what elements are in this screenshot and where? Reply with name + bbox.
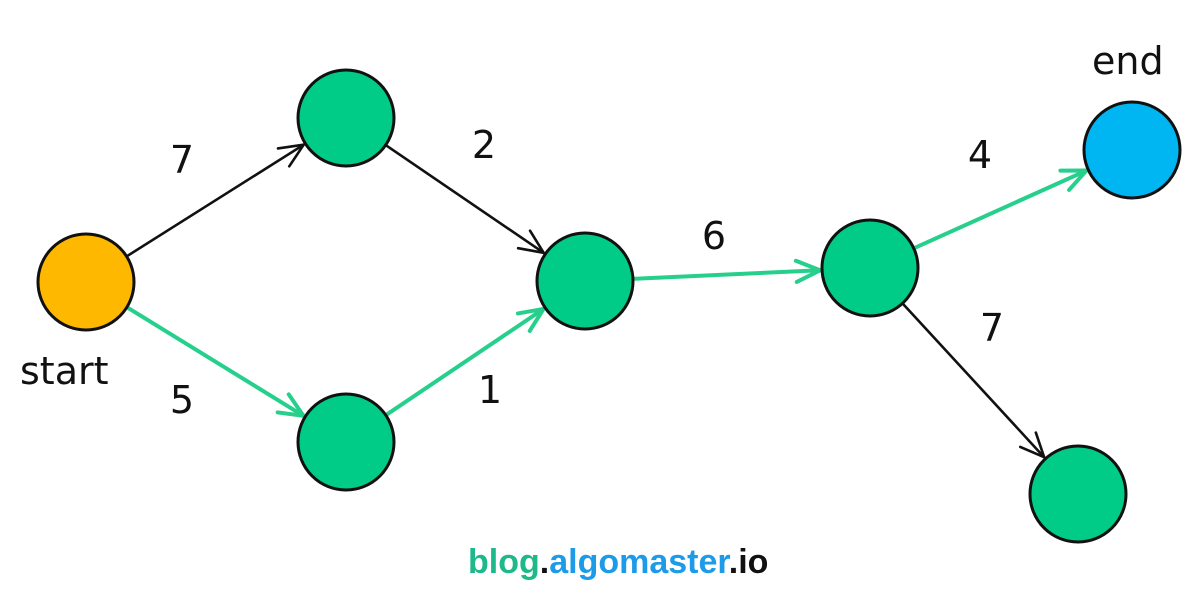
nodes-layer xyxy=(36,68,1182,544)
arrowhead-icon xyxy=(515,306,546,333)
edge-mid-right xyxy=(630,258,823,284)
edge-weight-start-top: 7 xyxy=(170,138,194,182)
edge-weight-right-low: 7 xyxy=(980,306,1004,350)
edge-start-bottom xyxy=(124,305,306,418)
edge-weight-mid-right: 6 xyxy=(702,214,726,258)
edges-layer xyxy=(124,143,1089,459)
edge-weight-top-mid: 2 xyxy=(472,123,496,167)
arrowhead-icon xyxy=(1018,431,1046,459)
edge-top-mid xyxy=(384,143,545,255)
edge-line xyxy=(383,306,546,418)
edge-line xyxy=(901,302,1046,459)
edge-start-top xyxy=(125,143,306,258)
arrowhead-icon xyxy=(1058,168,1089,192)
arrowhead-icon xyxy=(793,258,823,284)
watermark: blog.algomaster.io xyxy=(468,543,768,581)
node-low xyxy=(1028,444,1128,544)
node-start xyxy=(36,232,136,332)
watermark-dot-2: . xyxy=(729,543,738,581)
node-end xyxy=(1082,100,1182,200)
edge-bottom-mid xyxy=(383,306,546,418)
end-label: end xyxy=(1092,39,1164,83)
weights-layer: 7 5 2 1 6 4 7 xyxy=(170,123,1004,422)
node-bottom xyxy=(296,392,396,492)
watermark-io: io xyxy=(738,543,768,581)
edge-weight-start-bottom: 5 xyxy=(170,378,194,422)
arrowhead-icon xyxy=(275,392,306,418)
edge-weight-right-end: 4 xyxy=(968,133,992,177)
start-label: start xyxy=(20,349,109,393)
edge-line xyxy=(911,168,1089,251)
edge-line xyxy=(630,268,823,281)
watermark-algomaster: algomaster xyxy=(549,543,730,581)
arrowhead-icon xyxy=(276,143,306,168)
node-mid xyxy=(535,231,635,331)
edge-line xyxy=(125,143,306,258)
node-top xyxy=(296,68,396,168)
edge-line xyxy=(384,143,545,255)
node-right xyxy=(820,218,920,318)
edge-weight-bottom-mid: 1 xyxy=(478,368,502,412)
edge-right-end xyxy=(911,168,1089,251)
arrowhead-icon xyxy=(516,229,545,255)
edge-right-low xyxy=(901,302,1046,459)
watermark-blog: blog xyxy=(468,543,540,581)
watermark-dot-1: . xyxy=(540,543,549,581)
edge-line xyxy=(124,305,306,418)
